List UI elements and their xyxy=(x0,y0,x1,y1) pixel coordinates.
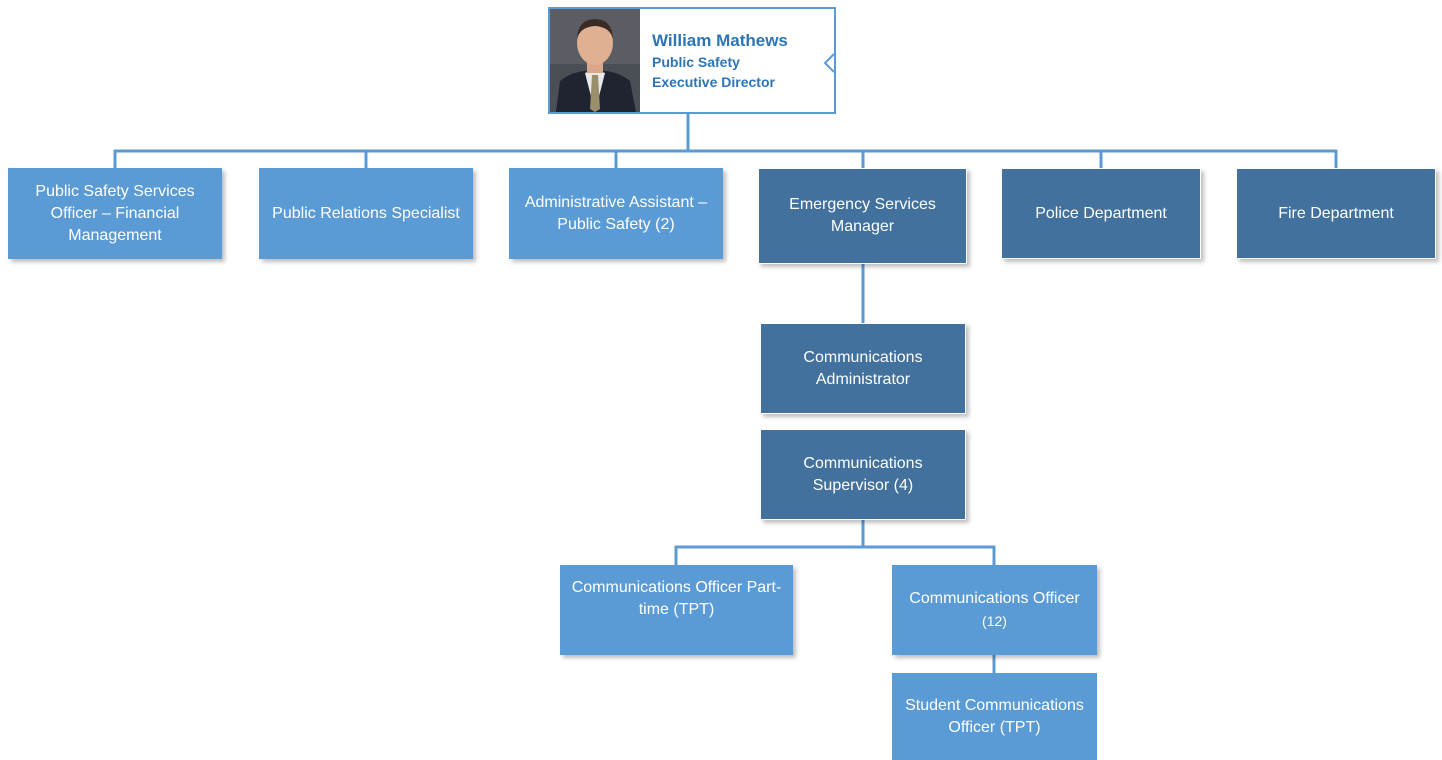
collapse-tab-icon[interactable] xyxy=(822,53,836,73)
unit-label: Public Safety Services Officer – Financi… xyxy=(35,182,195,244)
unit-student-communications-officer[interactable]: Student Communications Officer (TPT) xyxy=(892,673,1097,760)
unit-label: Communications Officer Part-time (TPT) xyxy=(571,579,782,618)
unit-administrative-assistant[interactable]: Administrative Assistant – Public Safety… xyxy=(509,168,723,259)
unit-emergency-services-manager[interactable]: Emergency Services Manager xyxy=(758,168,967,264)
unit-public-relations[interactable]: Public Relations Specialist xyxy=(259,168,473,259)
unit-communications-supervisor[interactable]: Communications Supervisor (4) xyxy=(760,429,966,520)
executive-title-line2: Executive Director xyxy=(652,73,775,90)
unit-communications-administrator[interactable]: Communications Administrator xyxy=(760,323,966,414)
unit-label: Fire Department xyxy=(1278,204,1394,222)
unit-label: Police Department xyxy=(1035,204,1167,222)
unit-label: Communications Supervisor (4) xyxy=(803,454,923,494)
executive-name: William Mathews xyxy=(652,30,788,50)
unit-label: Communications Officer xyxy=(909,590,1080,607)
portrait-image xyxy=(550,9,640,112)
executive-title-line1: Public Safety xyxy=(652,53,740,70)
unit-label: Emergency Services Manager xyxy=(789,196,936,235)
unit-count: (12) xyxy=(982,613,1007,629)
executive-text: William Mathews Public Safety Executive … xyxy=(640,9,788,112)
unit-label: Administrative Assistant – Public Safety… xyxy=(524,193,708,233)
executive-card: William Mathews Public Safety Executive … xyxy=(548,7,836,114)
unit-label: Student Communications Officer (TPT) xyxy=(905,696,1084,736)
unit-police-department[interactable]: Police Department xyxy=(1001,168,1201,259)
unit-fire-department[interactable]: Fire Department xyxy=(1236,168,1436,259)
unit-label: Communications Administrator xyxy=(803,348,923,388)
unit-communications-officer-part-time[interactable]: Communications Officer Part-time (TPT) xyxy=(560,565,793,655)
unit-communications-officer[interactable]: Communications Officer (12) xyxy=(892,565,1097,655)
executive-photo xyxy=(550,9,640,112)
unit-label: Public Relations Specialist xyxy=(272,204,460,222)
unit-financial-management[interactable]: Public Safety Services Officer – Financi… xyxy=(8,168,222,259)
